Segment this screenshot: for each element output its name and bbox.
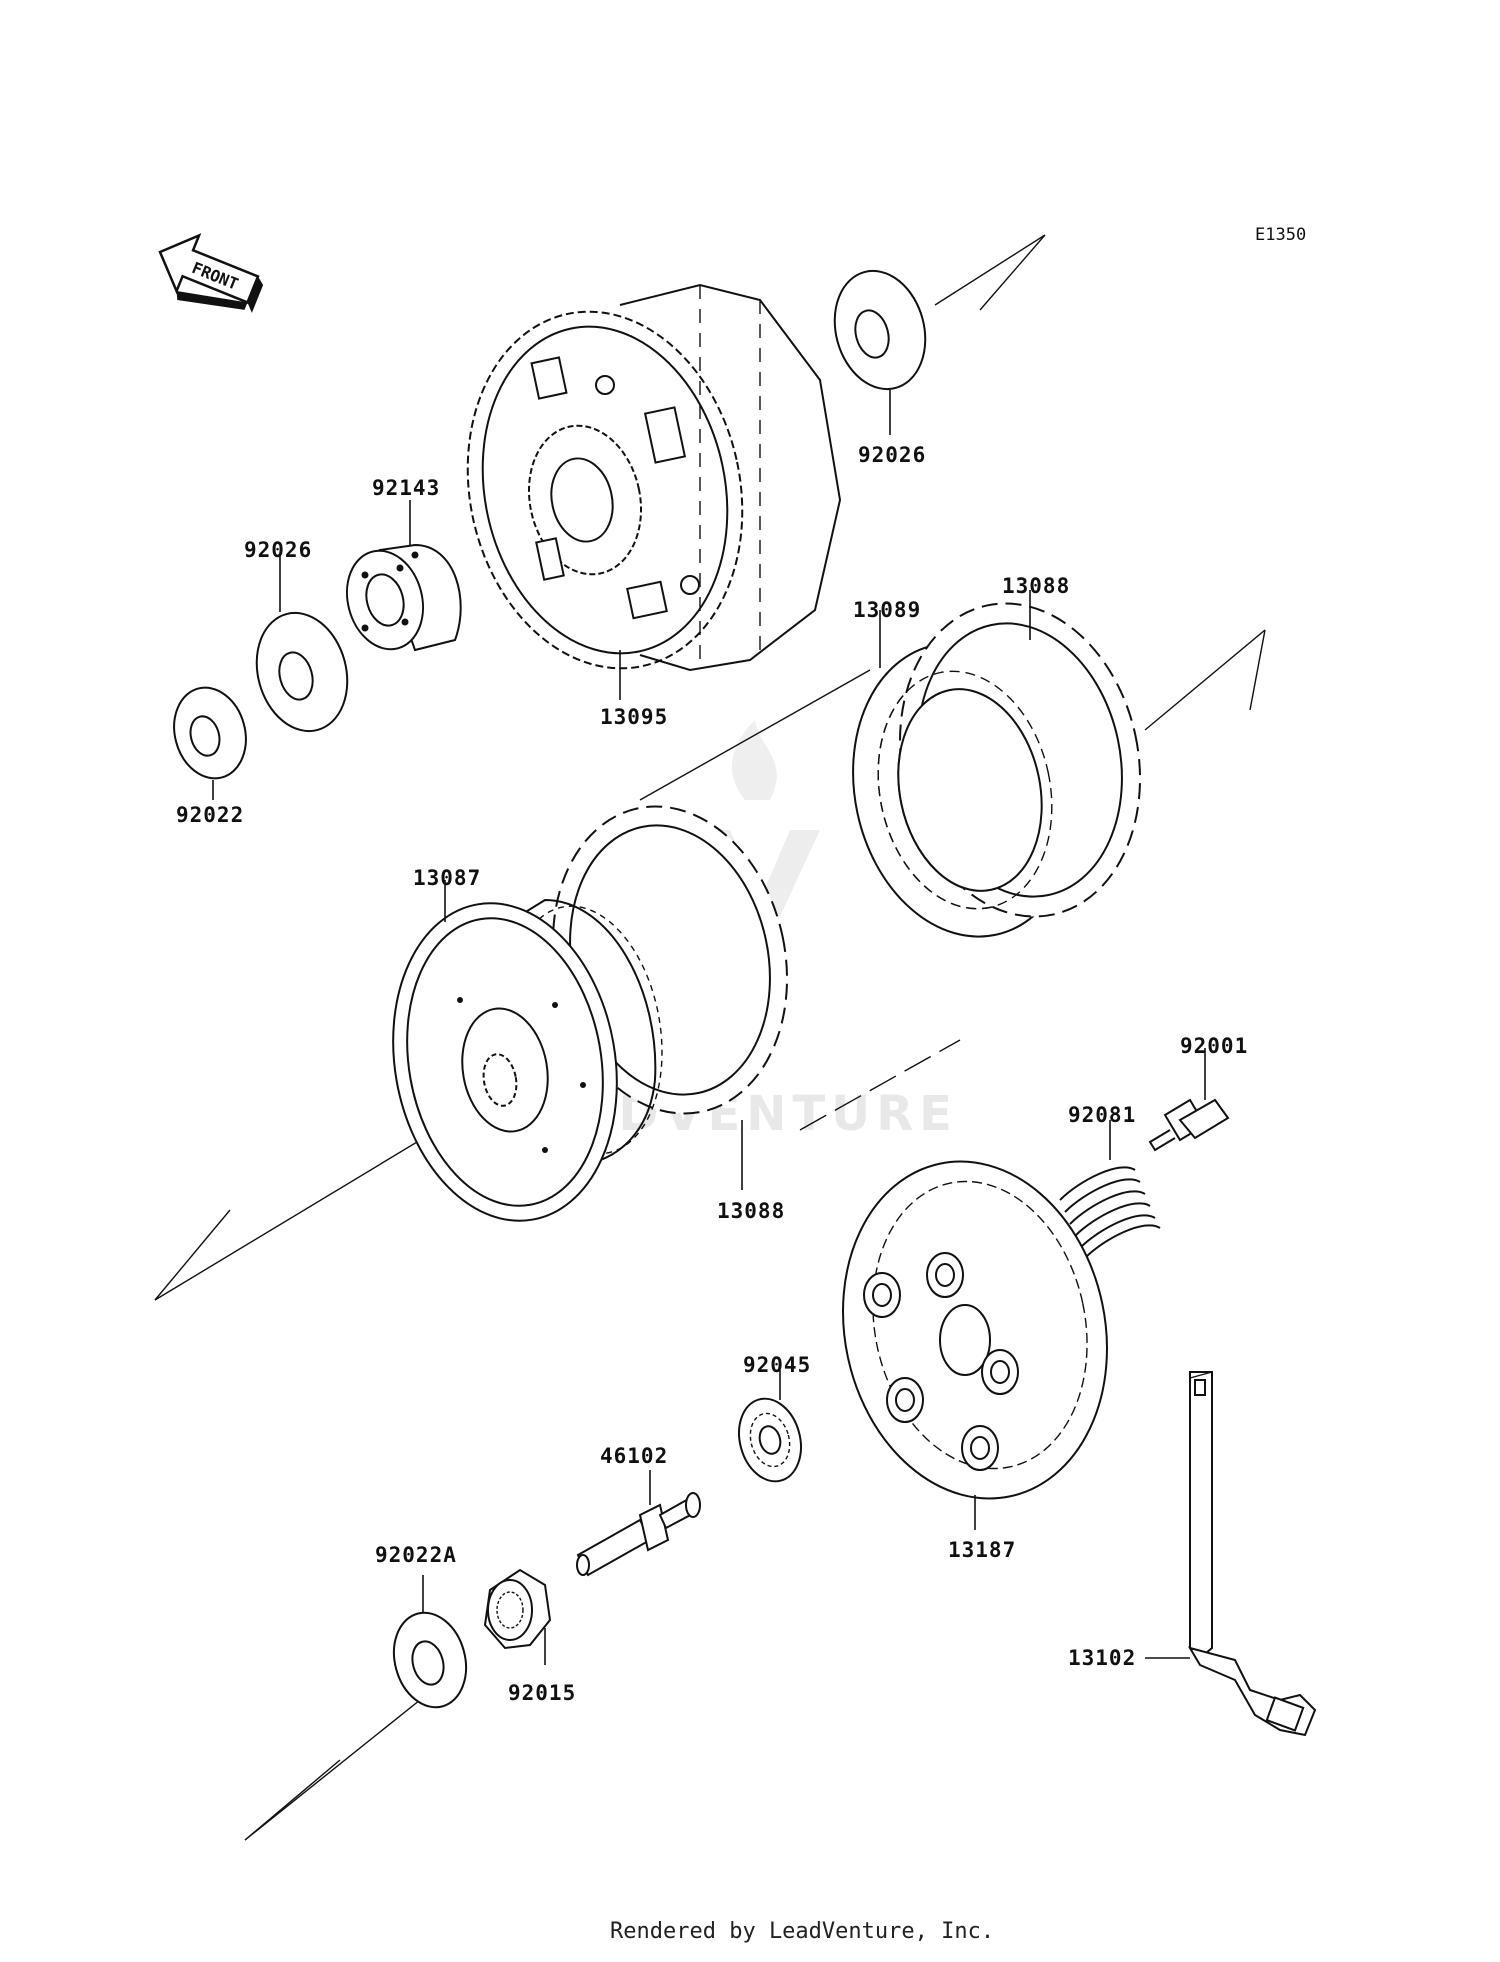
label-13187[interactable]: 13187	[948, 1538, 1016, 1562]
label-92026-left[interactable]: 92026	[244, 538, 312, 562]
part-92001-bolt[interactable]	[1148, 1048, 1230, 1152]
label-92143[interactable]: 92143	[372, 476, 440, 500]
part-92022a-washer[interactable]	[384, 1575, 476, 1715]
label-13089[interactable]: 13089	[853, 598, 921, 622]
label-92026-right[interactable]: 92026	[858, 443, 926, 467]
label-92001[interactable]: 92001	[1180, 1034, 1248, 1058]
label-46102[interactable]: 46102	[600, 1444, 668, 1468]
part-92022-washer[interactable]	[164, 680, 255, 800]
label-92015[interactable]: 92015	[508, 1681, 576, 1705]
part-13088-friction-plate-left[interactable]	[525, 784, 814, 1190]
part-labels: 92026 92143 92026 92022 13095 13089 1308…	[176, 443, 1248, 1705]
part-13187-pressure-plate[interactable]	[812, 1137, 1137, 1530]
part-92081-spring[interactable]	[1059, 1120, 1161, 1259]
diagram-code: E1350	[1255, 225, 1306, 245]
pressure-plate-bosses	[863, 1252, 1019, 1471]
part-92026-washer-right[interactable]	[822, 261, 938, 435]
part-13095-clutch-housing[interactable]	[436, 283, 842, 700]
label-13087[interactable]: 13087	[413, 866, 481, 890]
label-92081[interactable]: 92081	[1068, 1103, 1136, 1127]
label-92022[interactable]: 92022	[176, 803, 244, 827]
label-13088-top[interactable]: 13088	[1002, 574, 1070, 598]
footer-credit: Rendered by LeadVenture, Inc.	[610, 1919, 994, 1944]
label-13088-bottom[interactable]: 13088	[717, 1199, 785, 1223]
label-92022a[interactable]: 92022A	[375, 1543, 457, 1567]
part-92045-bearing[interactable]	[730, 1370, 810, 1488]
part-13088-friction-plate-right[interactable]	[857, 581, 1168, 939]
part-13087-clutch-hub[interactable]	[369, 880, 681, 1239]
part-13102-release-shaft[interactable]	[1145, 1371, 1317, 1737]
part-92015-nut[interactable]	[483, 1568, 552, 1665]
label-13102[interactable]: 13102	[1068, 1646, 1136, 1670]
label-13095[interactable]: 13095	[600, 705, 668, 729]
front-arrow-icon: FRONT	[158, 233, 264, 313]
part-92026-washer-left[interactable]	[244, 555, 360, 741]
part-92143-bushing[interactable]	[336, 500, 462, 658]
part-46102-push-rod[interactable]	[576, 1470, 701, 1577]
label-92045[interactable]: 92045	[743, 1353, 811, 1377]
